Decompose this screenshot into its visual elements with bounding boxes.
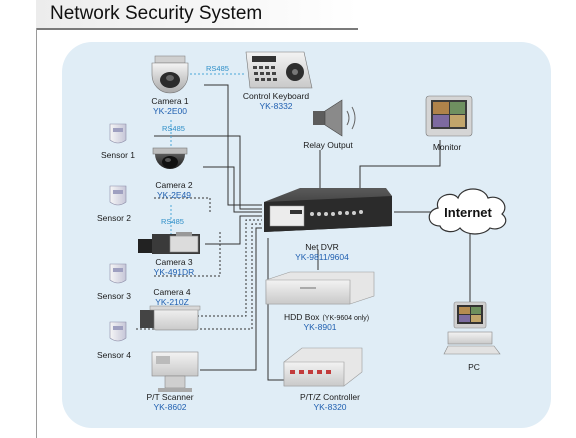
rs485-label-a: RS485 xyxy=(206,64,229,73)
line-camera3-dvr xyxy=(205,215,262,245)
dvr-label: Net DVR xyxy=(305,242,339,252)
hdd-name: HDD Box xyxy=(284,312,320,322)
line-sensor3-dvr xyxy=(154,230,221,277)
page-title: Network Security System xyxy=(50,3,263,24)
left-rule xyxy=(36,28,37,438)
camera2-label: Camera 2 xyxy=(155,180,193,190)
internet-cloud xyxy=(428,188,507,235)
line-scanner-dvr xyxy=(200,227,262,371)
relay-label: Relay Output xyxy=(303,140,353,150)
camera3-label: Camera 3 xyxy=(155,257,193,267)
camera4-label: Camera 4 xyxy=(153,287,191,297)
sensor4-device xyxy=(109,321,127,342)
sensor3-device xyxy=(109,263,127,284)
title-bar: Network Security System xyxy=(36,0,358,30)
hdd-note: (YK-9604 only) xyxy=(322,315,369,322)
relay-output-device xyxy=(313,99,356,137)
hdd-model: YK-8901 xyxy=(303,322,336,332)
internet-label: Internet xyxy=(444,205,492,220)
camera2-model: YK-2E49 xyxy=(157,190,191,200)
pc-device xyxy=(443,301,501,355)
sensor1-device xyxy=(109,123,127,144)
pc-label: PC xyxy=(468,362,480,372)
camera1-device xyxy=(151,55,189,94)
camera1-model: YK-2E00 xyxy=(153,106,187,116)
ptz-controller-device xyxy=(283,347,363,387)
keyboard-model: YK-8332 xyxy=(259,101,292,111)
pt-scanner-device xyxy=(151,351,199,392)
line-sensor2-dvr xyxy=(154,197,211,213)
sensor1-label: Sensor 1 xyxy=(101,150,135,160)
camera4-device xyxy=(140,305,201,331)
camera3-model: YK-491DR xyxy=(154,267,195,277)
line-sensor1-dvr xyxy=(154,135,262,210)
scanner-label: P/T Scanner xyxy=(146,392,193,402)
sensor2-device xyxy=(109,185,127,206)
sensor3-label: Sensor 3 xyxy=(97,291,131,301)
sensor4-label: Sensor 4 xyxy=(97,350,131,360)
ptz-model: YK-8320 xyxy=(313,402,346,412)
scanner-model: YK-8602 xyxy=(153,402,186,412)
rs485-label-c: RS485 xyxy=(161,217,184,226)
line-dvr-monitor xyxy=(359,140,441,188)
line-dvr-ptz xyxy=(267,238,284,381)
hdd-box-device xyxy=(265,271,375,305)
line-camera1-dvr xyxy=(204,84,262,206)
rs485-lines xyxy=(170,73,246,238)
hdd-label: HDD Box(YK-9604 only) xyxy=(284,312,369,322)
sensor2-label: Sensor 2 xyxy=(97,213,131,223)
line-camera4-dvr xyxy=(197,219,262,317)
ptz-label: P/T/Z Controller xyxy=(300,392,360,402)
control-keyboard-device xyxy=(245,51,313,89)
camera2-device xyxy=(152,147,188,169)
line-camera2-dvr xyxy=(203,166,262,213)
monitor-label: Monitor xyxy=(433,142,462,152)
keyboard-label: Control Keyboard xyxy=(243,91,309,101)
rs485-label-b: RS485 xyxy=(162,124,185,133)
net-dvr-device xyxy=(264,188,392,232)
camera3-device xyxy=(138,232,200,254)
dvr-model: YK-9811/9604 xyxy=(295,252,349,262)
camera4-model: YK-210Z xyxy=(155,297,189,307)
monitor-device xyxy=(425,95,473,137)
camera1-label: Camera 1 xyxy=(151,96,189,106)
